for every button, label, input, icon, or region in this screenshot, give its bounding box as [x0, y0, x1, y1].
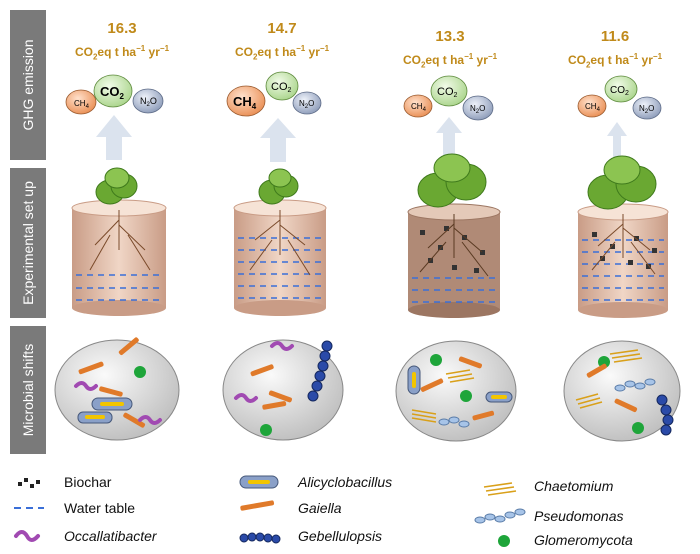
n2o-bubble — [462, 95, 494, 121]
emission-value-2: 14.7 — [267, 20, 297, 37]
gas-cluster-4: CH4 CO2 N2O — [577, 75, 662, 120]
emission-value-4: 11.6 — [600, 28, 630, 45]
microbe-dish-4 — [563, 340, 681, 442]
emission-value-1: 16.3 — [107, 20, 137, 37]
svg-text:N2O: N2O — [470, 104, 485, 115]
emission-value-3: 13.3 — [435, 28, 465, 45]
emission-unit-3: CO2eq t ha−1 yr−1 — [402, 52, 498, 70]
ch4-bubble — [65, 89, 97, 115]
gas-cluster-3: CH4 CO2 N2O — [403, 75, 494, 121]
lettuce-icon — [258, 168, 299, 205]
svg-text:CH4: CH4 — [585, 102, 601, 113]
pseudomonas-icon — [474, 508, 526, 524]
ch4-bubble — [226, 85, 266, 117]
legend-alicyclobacillus: Alicyclobacillus — [298, 474, 393, 490]
svg-text:CH4: CH4 — [411, 102, 427, 113]
soil-cylinder-2 — [233, 199, 327, 316]
microbe-dish-2 — [222, 339, 344, 441]
legend-glomeromycota: Glomeromycota — [534, 532, 633, 548]
ch4-bubble — [403, 94, 433, 118]
biochar-icon — [18, 478, 40, 488]
gebellulopsis-icon — [239, 532, 281, 544]
arrow-up-icon — [260, 118, 296, 162]
microbe-dish-3 — [395, 340, 517, 442]
svg-text:N2O: N2O — [299, 99, 314, 110]
emission-unit-4: CO2eq t ha−1 yr−1 — [567, 52, 663, 70]
co2-bubble — [93, 74, 133, 108]
svg-text:CH4: CH4 — [74, 99, 90, 110]
co2-bubble — [430, 75, 468, 107]
arrow-up-icon — [436, 117, 462, 156]
legend-occallatibacter: Occallatibacter — [64, 528, 157, 544]
side-label-microbial: Microbial shifts — [10, 326, 46, 454]
svg-text:CO2: CO2 — [271, 81, 292, 94]
svg-text:CO2: CO2 — [610, 85, 629, 97]
n2o-bubble — [132, 88, 164, 114]
gas-cluster-2: CH4 CO2 N2O — [226, 71, 322, 117]
arrow-up-icon — [607, 122, 627, 158]
occallatibacter-icon — [14, 530, 40, 542]
soil-cylinder-3 — [407, 203, 501, 318]
svg-text:N2O: N2O — [639, 104, 654, 115]
legend-gebellulopsis: Gebellulopsis — [298, 528, 383, 544]
co2-bubble — [604, 75, 638, 103]
arrow-up-icon — [96, 115, 132, 160]
emission-unit-1: CO2eq t ha−1 yr−1 — [74, 44, 170, 62]
legend-water-table: Water table — [64, 500, 136, 516]
legend-icons — [14, 475, 526, 547]
emission-unit-2: CO2eq t ha−1 yr−1 — [234, 44, 330, 62]
soil-cylinder-1 — [71, 199, 167, 316]
alicyclobacillus-icon — [239, 475, 279, 489]
legend-chaetomium: Chaetomium — [534, 478, 614, 494]
soil-cylinder-4 — [577, 203, 669, 318]
svg-text:CO2: CO2 — [100, 84, 125, 101]
emission-arrows — [96, 115, 627, 162]
lettuce-plants — [95, 153, 657, 210]
n2o-bubble — [632, 96, 662, 120]
svg-text:CO2: CO2 — [437, 86, 458, 99]
ch4-bubble — [577, 94, 607, 118]
n2o-bubble — [292, 91, 322, 115]
lettuce-icon — [587, 155, 657, 210]
legend-pseudomonas: Pseudomonas — [534, 508, 624, 524]
svg-text:N2O: N2O — [140, 96, 157, 108]
svg-text:CH4: CH4 — [233, 94, 257, 111]
glomeromycota-icon — [498, 535, 510, 547]
lettuce-icon — [95, 167, 138, 205]
legend-gaiella: Gaiella — [298, 500, 342, 516]
gaiella-icon — [240, 500, 275, 511]
microbe-dish-1 — [54, 337, 180, 441]
side-label-ghg: GHG emission — [10, 10, 46, 160]
lettuce-icon — [417, 153, 487, 208]
gas-cluster-1: CH4 CO2 N2O — [65, 74, 164, 115]
chaetomium-icon — [483, 482, 517, 496]
side-label-setup: Experimental set up — [10, 168, 46, 318]
legend-biochar: Biochar — [64, 474, 112, 490]
co2-bubble — [265, 71, 299, 101]
